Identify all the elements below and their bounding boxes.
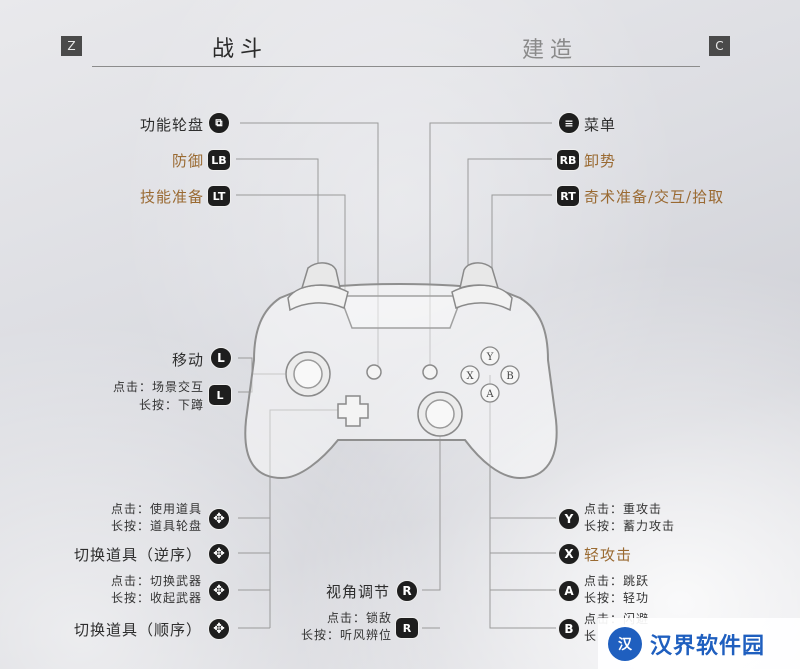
label-click-lock: 点击：锁敌: [326, 611, 392, 625]
line-menu: [429, 122, 552, 372]
line-right-stick: [422, 414, 441, 591]
label-skill-ready: 技能准备: [139, 188, 204, 206]
label-light-attack: 轻攻击: [584, 546, 633, 564]
lb-button-icon: LB: [207, 149, 231, 171]
x-button-icon: X: [558, 543, 580, 565]
dpad-up-icon: ✥: [208, 508, 230, 530]
svg-text:Y: Y: [486, 352, 494, 363]
label-camera: 视角调节: [325, 583, 390, 601]
label-click-interact: 点击：场景交互: [112, 380, 204, 394]
b-button-icon: B: [558, 618, 580, 640]
label-switch-forward: 切换道具（顺序）: [73, 621, 202, 639]
label-hold-charge: 长按：蓄力攻击: [584, 519, 676, 533]
prev-tab-key[interactable]: Z: [61, 36, 82, 56]
line-function-wheel: [240, 122, 379, 372]
label-hold-sheath: 长按：收起武器: [110, 591, 202, 605]
tab-underline: [92, 66, 700, 67]
line-move: [238, 357, 285, 375]
dpad-right-icon: ✥: [208, 618, 230, 640]
right-stick-click-icon: R: [395, 617, 419, 639]
dpad-left-icon: ✥: [208, 543, 230, 565]
line-lt: [236, 194, 346, 290]
label-function-wheel: 功能轮盘: [139, 116, 204, 134]
line-rt: [491, 194, 552, 290]
line-rb: [467, 158, 552, 272]
tab-build[interactable]: 建造: [522, 38, 579, 63]
dpad-down-icon: ✥: [208, 580, 230, 602]
menu-button-icon: ≡: [558, 112, 580, 134]
svg-text:A: A: [485, 389, 494, 400]
label-dodge: 卸势: [584, 152, 617, 170]
watermark-text: 汉界软件园: [650, 633, 766, 659]
view-button-icon: ⧉: [208, 112, 230, 134]
label-hold-qinggong: 长按：轻功: [584, 591, 650, 605]
tab-combat[interactable]: 战斗: [212, 37, 269, 62]
line-lb: [236, 158, 319, 272]
label-hold-crouch: 长按：下蹲: [138, 398, 204, 412]
label-block: 防御: [171, 152, 204, 170]
label-click-jump: 点击：跳跃: [584, 574, 650, 588]
y-button-icon: Y: [558, 508, 580, 530]
line-face: [489, 375, 556, 629]
label-hold-partial: 长: [584, 629, 598, 643]
label-click-use-item: 点击：使用道具: [110, 502, 202, 516]
label-switch-reverse: 切换道具（逆序）: [73, 546, 202, 564]
label-click-heavy: 点击：重攻击: [584, 502, 663, 516]
next-tab-key[interactable]: C: [709, 36, 730, 56]
right-stick-icon: R: [396, 580, 418, 602]
controller-body: Y X B A: [244, 262, 558, 480]
lt-button-icon: LT: [207, 185, 231, 207]
label-click-switch-weapon: 点击：切换武器: [110, 574, 202, 588]
watermark-logo-icon: 汉: [608, 626, 642, 661]
rt-button-icon: RT: [556, 185, 580, 207]
label-hold-listen: 长按：听风辨位: [300, 628, 392, 642]
svg-text:X: X: [466, 371, 474, 382]
left-stick-icon: L: [210, 347, 232, 369]
rb-button-icon: RB: [556, 149, 580, 171]
label-hold-item-wheel: 长按：道具轮盘: [110, 519, 202, 533]
line-dpad: [269, 409, 352, 628]
svg-text:B: B: [506, 371, 513, 382]
label-move: 移动: [171, 351, 204, 369]
left-stick-click-icon: L: [208, 384, 232, 406]
label-arcane-ready: 奇术准备/交互/拾取: [584, 188, 725, 206]
a-button-icon: A: [558, 580, 580, 602]
label-menu: 菜单: [584, 116, 617, 134]
watermark: 汉 汉界软件园: [598, 618, 800, 669]
